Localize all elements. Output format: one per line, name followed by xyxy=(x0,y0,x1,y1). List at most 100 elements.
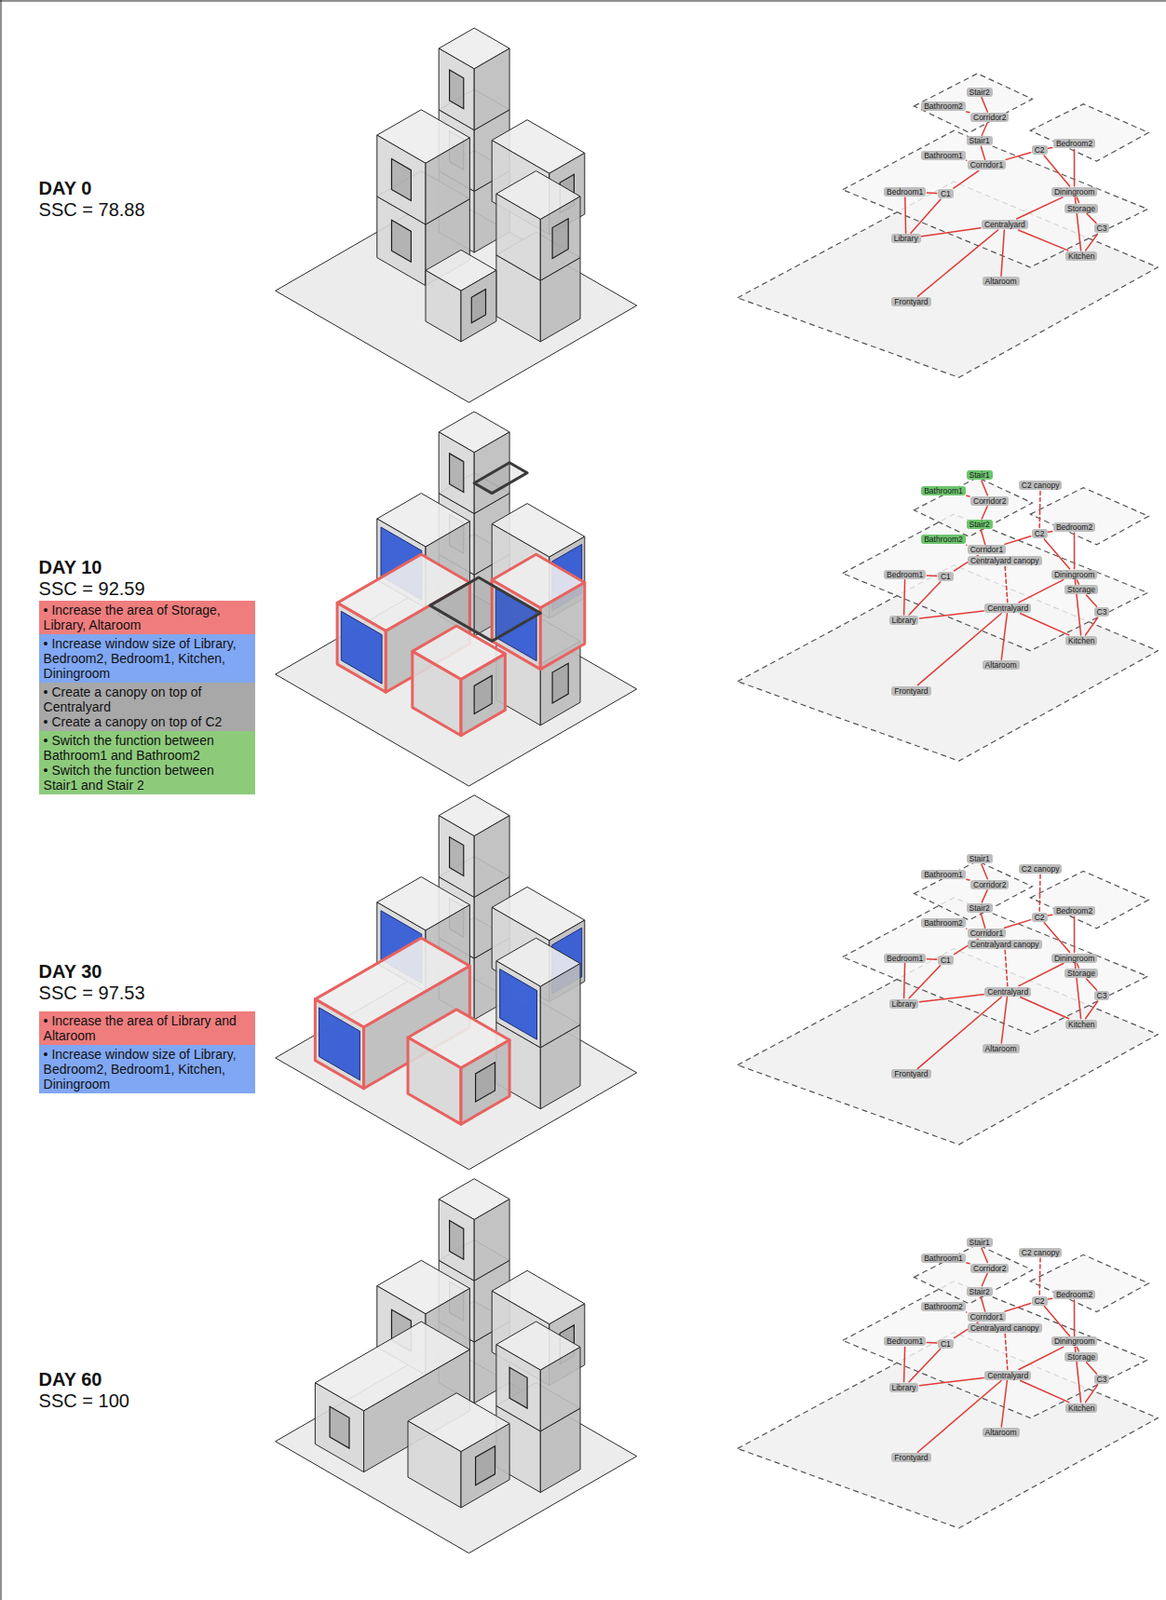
graph-link xyxy=(1005,152,1031,161)
graph-link xyxy=(1076,580,1079,584)
room-node: Library xyxy=(889,1382,920,1393)
room-node: Storage xyxy=(1064,584,1099,595)
frame-line xyxy=(0,0,2,1600)
room-name: Bathroom2 xyxy=(923,918,963,928)
room-node: Frontyard xyxy=(891,686,931,696)
window xyxy=(475,1446,496,1486)
volume-face xyxy=(496,193,541,281)
room-node: Kitchen xyxy=(1065,1403,1098,1413)
graph-link xyxy=(908,582,940,615)
room-node: C1 xyxy=(937,1339,954,1349)
graph-link xyxy=(1085,1001,1099,1019)
room-node: Bathroom1 xyxy=(921,486,966,496)
room-node: Bathroom2 xyxy=(921,1301,966,1312)
room-node: Centralyard xyxy=(984,603,1031,613)
graph-link xyxy=(920,610,985,619)
room-name: Storage xyxy=(1067,203,1096,214)
room-node: Altaroom xyxy=(982,1427,1020,1438)
room-node: Bathroom1 xyxy=(921,150,966,161)
score-label: SSC = 92.59 xyxy=(39,578,146,599)
floor-plate xyxy=(913,861,1032,922)
room-name: Stair1 xyxy=(969,854,990,864)
score-label: SSC = 78.88 xyxy=(39,199,146,220)
room-name: Stair2 xyxy=(969,87,990,97)
room-node: C3 xyxy=(1094,1374,1111,1384)
graph-link xyxy=(1038,874,1041,912)
enlarged-window xyxy=(319,1007,361,1081)
room-node: Corridor1 xyxy=(967,1312,1006,1322)
window xyxy=(392,219,412,262)
graph-link xyxy=(904,1346,906,1382)
room-node: Bedroom1 xyxy=(883,187,926,197)
volume-face xyxy=(460,270,497,342)
change-note: • Increase the area of Library and Altar… xyxy=(43,1013,251,1044)
graph-link xyxy=(1004,1303,1031,1313)
graph-link xyxy=(981,1247,988,1262)
graph-link xyxy=(926,574,937,577)
room-node: Centralyard canopy xyxy=(967,939,1043,950)
volume-face xyxy=(314,999,364,1089)
room-name: C1 xyxy=(940,189,951,199)
window xyxy=(449,453,464,493)
graph-link xyxy=(981,122,988,136)
room-node: Corridor1 xyxy=(967,928,1006,938)
room-name: C3 xyxy=(1097,223,1108,233)
graph-link xyxy=(1043,922,1070,953)
graph-link xyxy=(904,197,907,233)
room-node: Bathroom2 xyxy=(921,101,966,111)
graph-link xyxy=(980,913,985,928)
window xyxy=(552,218,569,259)
room-node: Stair2 xyxy=(966,1287,993,1297)
room-name: Diningroom xyxy=(1054,187,1095,197)
graph-link xyxy=(981,480,988,495)
change-band: • Increase window size of Library, Bedro… xyxy=(39,634,256,683)
room-name: C3 xyxy=(1097,1374,1108,1384)
floor-plates xyxy=(737,1244,1158,1529)
room-name: Kitchen xyxy=(1068,251,1095,261)
volume-face xyxy=(314,1382,364,1473)
room-node: Diningroom xyxy=(1051,187,1098,197)
room-node: C1 xyxy=(937,189,954,199)
room-name: Bedroom1 xyxy=(886,569,923,580)
window xyxy=(471,289,486,324)
room-name: Altaroom xyxy=(985,1427,1017,1438)
room-name: C2 canopy xyxy=(1021,864,1060,874)
graph-link xyxy=(966,110,970,113)
graph-link xyxy=(1076,1346,1079,1351)
graph-link xyxy=(1043,155,1071,187)
room-node: Stair2 xyxy=(966,519,993,529)
volume-face xyxy=(474,815,510,898)
graph-link xyxy=(1048,147,1053,150)
change-note: • Increase window size of Library, Bedro… xyxy=(43,636,251,681)
room-node: Bedroom1 xyxy=(883,569,926,580)
graph-link xyxy=(1073,916,1076,952)
room-name: Centralyard xyxy=(987,1370,1029,1381)
room-name: Bathroom1 xyxy=(923,150,963,161)
graph-link xyxy=(1085,233,1099,251)
change-note: • Increase window size of Library, Bedro… xyxy=(43,1046,251,1092)
room-name: Corridor2 xyxy=(973,880,1006,890)
volume-face xyxy=(496,1344,541,1432)
room-name: Frontyard xyxy=(894,1452,928,1463)
graph-link xyxy=(1048,1297,1053,1300)
graph-link xyxy=(920,994,985,1003)
room-node: Bedroom2 xyxy=(1053,1289,1096,1300)
volume-face xyxy=(407,1037,461,1125)
room-node: C2 xyxy=(1031,145,1048,155)
room-name: Corridor1 xyxy=(970,544,1004,555)
room-node: C2 xyxy=(1031,1296,1048,1306)
window xyxy=(329,1406,350,1449)
room-name: Storage xyxy=(1067,1352,1096,1362)
room-node: C3 xyxy=(1094,607,1111,617)
room-node: C2 canopy xyxy=(1018,480,1063,490)
graph-link xyxy=(953,170,979,189)
change-note: • Increase the area of Storage, Library,… xyxy=(43,602,251,633)
floor-plates xyxy=(737,477,1158,762)
graph-link xyxy=(1004,536,1031,545)
graph-link xyxy=(1020,613,1070,636)
graph-link xyxy=(1073,149,1076,187)
graph-link xyxy=(1076,197,1079,204)
floor-plates xyxy=(737,73,1158,378)
